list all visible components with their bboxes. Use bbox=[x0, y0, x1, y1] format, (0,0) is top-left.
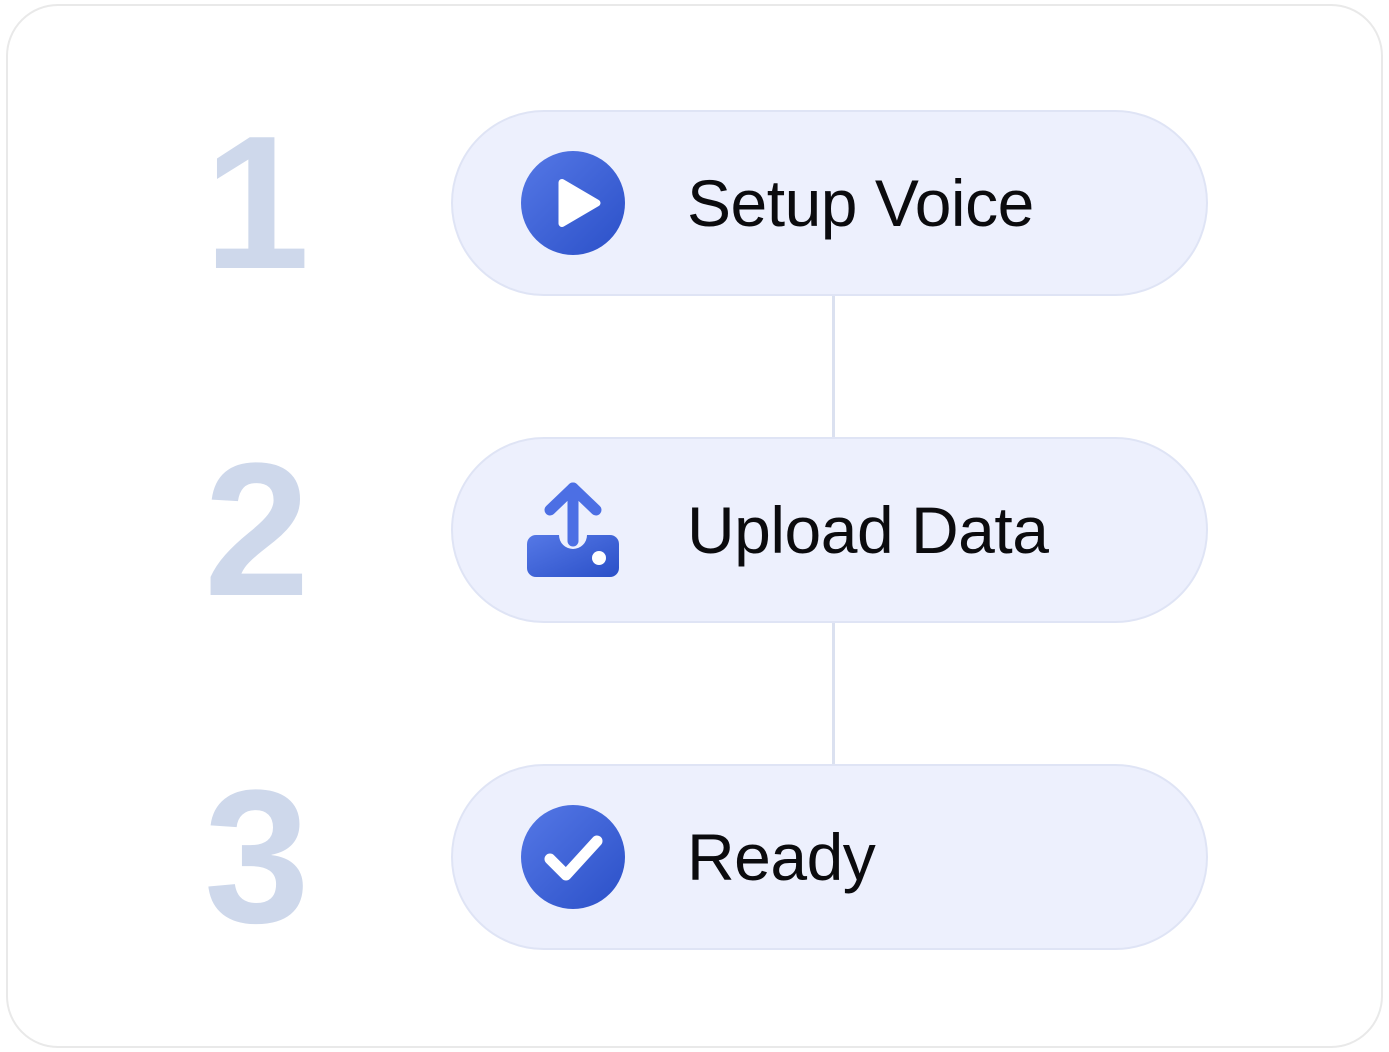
step-pill-setup-voice[interactable]: Setup Voice bbox=[451, 110, 1208, 296]
step-number-1: 1 bbox=[204, 97, 310, 309]
step-label-3: Ready bbox=[687, 820, 876, 894]
step-pill-ready[interactable]: Ready bbox=[451, 764, 1208, 950]
step-label-2: Upload Data bbox=[687, 493, 1049, 567]
step-row-2: 2 bbox=[8, 424, 1381, 636]
check-circle-icon bbox=[521, 805, 625, 909]
step-row-3: 3 Ready bbox=[8, 751, 1381, 963]
onboarding-steps-card: 1 Setup Voice bbox=[6, 4, 1383, 1048]
step-row-1: 1 Setup Voice bbox=[8, 97, 1381, 309]
step-number-2: 2 bbox=[204, 424, 310, 636]
play-circle-icon bbox=[521, 151, 625, 255]
step-connector-1-2 bbox=[832, 294, 835, 439]
step-label-1: Setup Voice bbox=[687, 166, 1034, 240]
step-number-3: 3 bbox=[204, 751, 310, 963]
step-connector-2-3 bbox=[832, 621, 835, 766]
step-pill-upload-data[interactable]: Upload Data bbox=[451, 437, 1208, 623]
upload-drive-icon bbox=[521, 478, 625, 582]
steps-list: 1 Setup Voice bbox=[8, 6, 1381, 1046]
